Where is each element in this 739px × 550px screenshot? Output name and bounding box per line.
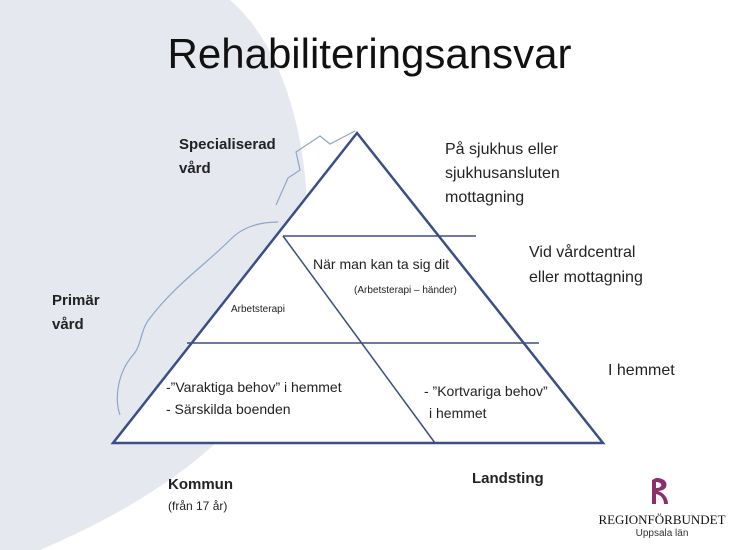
label-sjukhus-line3: mottagning [445,189,525,206]
label-vardcentral-line1: Vid vårdcentral [529,244,636,261]
label-kommun: Kommun [168,476,233,493]
pyramid-outline [110,130,606,445]
pyramid-middle-sub: (Arbetsterapi – händer) [354,285,457,296]
label-primar-line1: Primär [52,292,100,309]
label-primar-vard: Primär vård [52,289,100,337]
label-kommun-sub: (från 17 år) [168,499,228,513]
brace-primar [116,221,279,416]
page-title: Rehabiliteringsansvar [167,30,572,77]
regionforbundet-logo-mark [652,478,668,504]
brace-specialiserad [275,130,356,206]
logo-sub: Uppsala län [635,528,689,539]
pyramid-bottom-left: -”Varaktiga behov” i hemmet - Särskilda … [166,376,342,420]
label-specialiserad-vard: Specialiserad vård [179,133,276,181]
pyramid-middle-heading: När man kan ta sig dit [313,256,450,272]
regionforbundet-logo: REGIONFÖRBUNDET Uppsala län [592,476,732,542]
pyramid-bottom-left-line2: - Särskilda boenden [166,401,291,417]
pyramid-bottom-right-line2: i hemmet [429,405,487,421]
label-vardcentral: Vid vårdcentral eller mottagning [529,240,643,290]
pyramid-middle-left: Arbetsterapi [231,304,285,315]
label-specialiserad-line1: Specialiserad [179,136,276,153]
label-primar-line2: vård [52,316,84,333]
label-specialiserad-line2: vård [179,160,211,177]
label-sjukhus: På sjukhus eller sjukhusansluten mottagn… [445,138,560,210]
label-landsting: Landsting [472,470,544,487]
label-vardcentral-line2: eller mottagning [529,269,643,286]
label-sjukhus-line2: sjukhusansluten [445,165,560,182]
logo-name: REGIONFÖRBUNDET [598,512,726,527]
pyramid-bottom-left-line1: -”Varaktiga behov” i hemmet [166,379,342,395]
pyramid-divider-diagonal [282,235,436,444]
pyramid-bottom-right-line1: - ”Kortvariga behov” [424,383,548,399]
label-sjukhus-line1: På sjukhus eller [445,141,558,158]
pyramid-bottom-right: - ”Kortvariga behov” i hemmet [424,380,548,424]
label-i-hemmet: I hemmet [608,362,675,379]
logo-mark-shape [652,478,668,504]
logo-mark-cut [656,482,662,488]
